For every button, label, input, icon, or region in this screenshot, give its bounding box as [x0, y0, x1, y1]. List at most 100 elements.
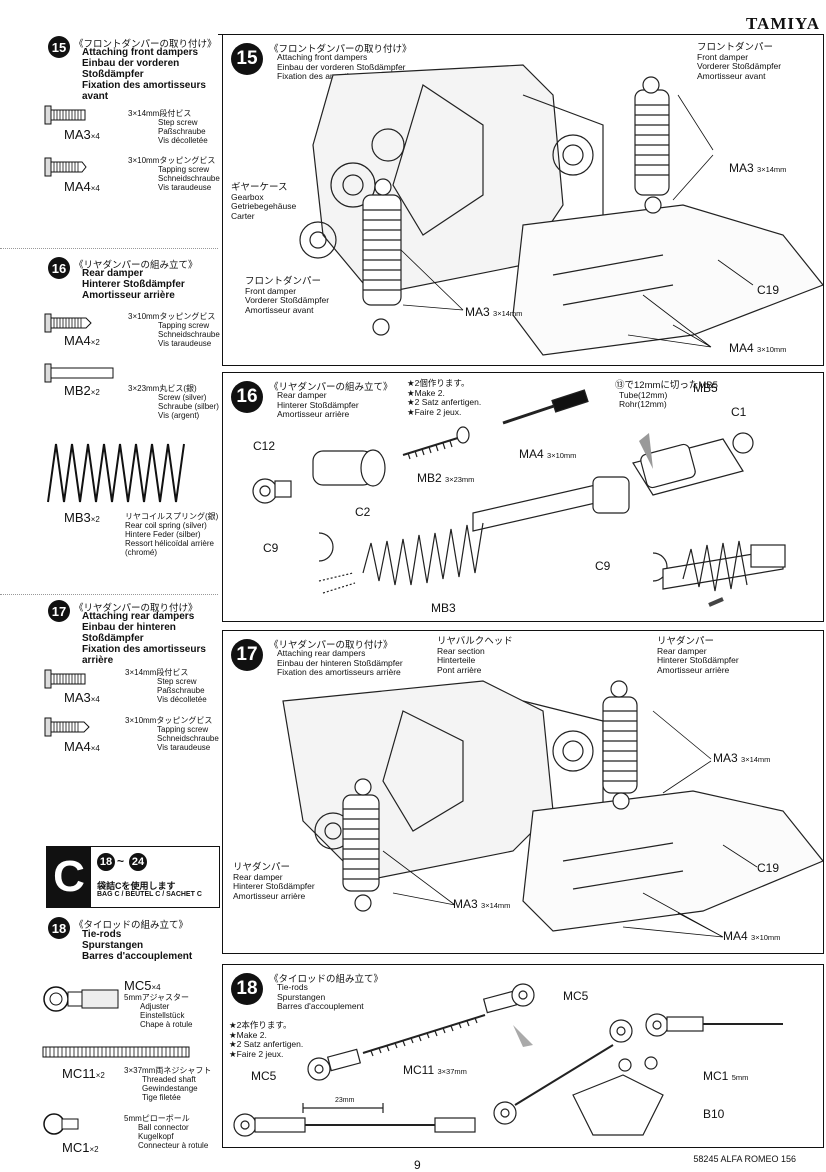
part-qty: ×2	[95, 1071, 105, 1080]
tapping-screw-icon	[44, 313, 92, 333]
panel-18-make-note: ★2本作ります。 ★Make 2. ★2 Satz anfertigen. ★F…	[229, 1020, 304, 1059]
part-size: 3×14mm	[493, 309, 523, 318]
desc-fr: Vis décolletée	[157, 695, 207, 704]
desc-en: Adjuster	[140, 1002, 170, 1011]
part-code: MC1	[62, 1140, 90, 1155]
label-c1: C1	[731, 405, 747, 419]
bag-c-box: C 18 ~ 24 袋詰Cを使用します BAG C / BEUTEL C / S…	[46, 846, 220, 908]
sidebar-step-16-text: Rear damper Hinterer Stoßdämpfer Amortis…	[82, 268, 222, 301]
tapping-screw-icon	[44, 157, 87, 177]
sidebar-divider	[0, 594, 218, 595]
sidebar-step-18-text: Tie-rods Spurstangen Barres d'accoupleme…	[82, 929, 222, 962]
part-code: MA4	[64, 333, 91, 348]
sidebar-step-15-text: Attaching front dampers Einbau der vorde…	[82, 47, 222, 102]
label-de: Vorderer Stoßdämpfer	[245, 295, 330, 305]
part-code: MA3	[729, 161, 754, 175]
label-de: Vorderer Stoßdämpfer	[697, 61, 782, 71]
part-code: MB2	[417, 471, 442, 485]
label-c19: C19	[757, 283, 780, 297]
title-fr: Barres d'accouplement	[277, 1001, 364, 1011]
note-en: ★Make 2.	[407, 387, 445, 398]
label-front-damper-top: フロントダンパー Front damper Vorderer Stoßdämpf…	[697, 43, 781, 81]
front-suspension-drawing	[299, 64, 823, 356]
label-fr: Amortisseur arrière	[657, 664, 730, 675]
label-en: Rear damper	[233, 871, 283, 882]
desc-jp: 3×14mm段付ビス	[125, 668, 189, 677]
part-code: MA3	[64, 690, 91, 705]
label-gearbox: ギヤーケース Gearbox Getriebegehäuse Carter	[231, 183, 296, 221]
panel-step-18: 18 《タイロッドの組み立て》 Tie-rods Spurstangen Bar…	[222, 964, 824, 1148]
part-size: 3×14mm	[757, 165, 787, 174]
label-fr: Amortisseur avant	[245, 304, 314, 315]
note-fr: ★Faire 2 jeux.	[407, 406, 462, 417]
step-fr: Fixation des amortisseurs arrière	[82, 644, 206, 666]
round-screw-icon	[44, 363, 114, 383]
label-rear-damper-left: リヤダンパー Rear damper Hinterer Stoßdämpfer …	[233, 863, 315, 901]
part-ma4-desc: 3×10mmタッピングビス Tapping screw Schneidschra…	[125, 716, 219, 752]
note-jp: ★2個作ります。	[407, 378, 470, 388]
step-en: Tie-rods	[82, 929, 122, 940]
bag-to-step: 24	[129, 853, 147, 871]
label-jp: フロントダンパー	[697, 42, 774, 53]
title-de: Einbau der vorderen Stoßdämpfer	[277, 61, 406, 72]
desc-de: Schneidschraube	[158, 174, 220, 183]
threaded-shaft-icon	[42, 1046, 190, 1058]
footer-model: 58245 ALFA ROMEO 156	[693, 1154, 796, 1164]
desc-de: Kugelkopf	[138, 1132, 174, 1141]
label-b10: B10	[703, 1107, 725, 1121]
part-size: 3×14mm	[741, 755, 771, 764]
label-mc11: MC11 3×37mm	[403, 1063, 467, 1077]
step-en: Rear damper	[82, 268, 144, 279]
part-size: 3×10mm	[751, 933, 781, 942]
part-ma3: MA3×4	[64, 127, 100, 142]
part-ma4: MA4×4	[64, 739, 100, 754]
label-en: Rear section	[437, 645, 485, 656]
label-jp: フロントダンパー	[245, 276, 322, 287]
label-c9-right: C9	[595, 559, 611, 573]
part-mb2: MB2×2	[64, 383, 100, 398]
label-front-damper-left: フロントダンパー Front damper Vorderer Stoßdämpf…	[245, 277, 329, 315]
note-de: ★2 Satz anfertigen.	[407, 397, 482, 407]
desc-en: Threaded shaft	[142, 1075, 196, 1084]
sidebar-divider	[0, 248, 218, 249]
desc-jp: 5mmアジャスター	[124, 993, 190, 1002]
part-mc11-desc: 3×37mm両ネジシャフト Threaded shaft Gewindestan…	[124, 1066, 211, 1102]
part-code: MA3	[713, 751, 738, 765]
label-mb2: MB2 3×23mm	[417, 471, 474, 485]
label-de: Hinterteile	[437, 655, 476, 665]
part-code: MA3	[453, 897, 478, 911]
panel-17-jp: 《リヤダンパーの取り付け》	[269, 640, 393, 651]
desc-fr: Vis décolletée	[158, 136, 208, 145]
desc-de: Schneidschraube	[158, 330, 220, 339]
part-mb3: MB3×2	[64, 510, 100, 525]
step-de: Hinterer Stoßdämpfer	[82, 279, 185, 290]
part-ma4: MA4×2	[64, 333, 100, 348]
tie-rod-drawing	[233, 983, 783, 1137]
label-mc5-top: MC5	[563, 989, 589, 1003]
desc-jp: 3×37mm両ネジシャフト	[124, 1066, 212, 1075]
part-mc5: MC5×4	[124, 978, 161, 993]
desc-en: Rear coil spring (silver)	[125, 521, 207, 530]
panel-18-titles: Tie-rods Spurstangen Barres d'accoupleme…	[277, 982, 364, 1012]
part-size: 3×10mm	[757, 345, 787, 354]
part-size: 3×23mm	[445, 475, 475, 484]
label-de: Hinterer Stoßdämpfer	[233, 881, 315, 891]
sidebar-step-15-jp: 《フロントダンパーの取り付け》	[74, 39, 217, 50]
panel-16-make-note: ★2個作ります。 ★Make 2. ★2 Satz anfertigen. ★F…	[407, 378, 482, 417]
part-qty: ×2	[90, 338, 100, 347]
part-mc1: MC1×2	[62, 1140, 99, 1155]
desc-de: Schneidschraube	[157, 734, 219, 743]
bag-letter: C	[47, 847, 91, 907]
desc-fr: Vis (argent)	[158, 411, 200, 420]
sidebar-step-15-number: 15	[48, 36, 70, 58]
desc-de: Paßschraube	[158, 127, 206, 136]
title-de: Spurstangen	[277, 991, 326, 1002]
label-mb3: MB3	[431, 601, 456, 615]
part-ma3-desc: 3×14mm段付ビス Step screw Paßschraube Vis dé…	[125, 668, 207, 704]
part-ma3-desc: 3×14mm段付ビス Step screw Paßschraube Vis dé…	[128, 109, 208, 145]
note-en: Tube(12mm)	[619, 389, 668, 400]
label-mb5: MB5	[693, 381, 718, 395]
part-mc1-desc: 5mmピローボール Ball connector Kugelkopf Conne…	[124, 1114, 208, 1150]
title-en: Rear damper	[277, 390, 327, 400]
note-de: ★2 Satz anfertigen.	[229, 1039, 304, 1049]
